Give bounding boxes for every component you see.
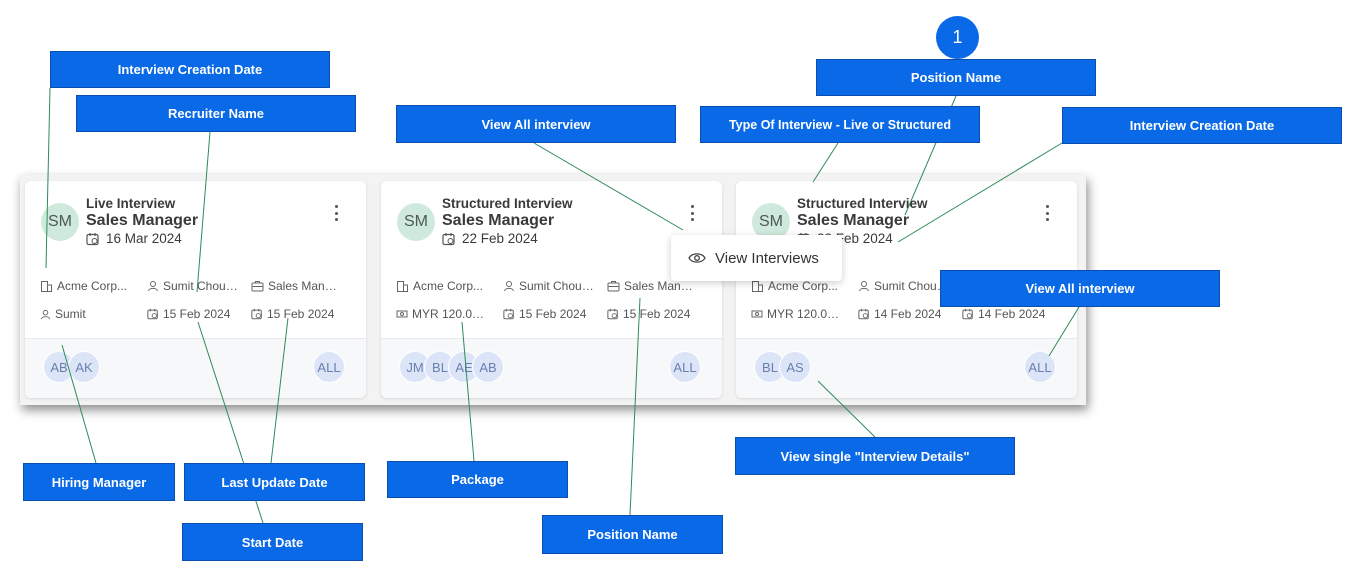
annotation-recruiter-name: Recruiter Name (76, 95, 356, 132)
interviewer-chip[interactable]: AS (779, 351, 811, 383)
annotation-package: Package (387, 461, 568, 498)
last-update-field: 15 Feb 2024 (251, 307, 351, 321)
annotation-interview-creation-date: Interview Creation Date (1062, 107, 1342, 144)
person-icon (40, 309, 51, 320)
position-field: Sales Mana... (251, 279, 341, 293)
annotation-start-date: Start Date (182, 523, 363, 561)
person-icon (147, 280, 159, 292)
more-options-icon[interactable] (1041, 203, 1053, 223)
building-icon (40, 280, 53, 293)
annotation-view-all-interview: View All interview (940, 270, 1220, 307)
card-footer: BL AS ALL (736, 338, 1077, 398)
eye-icon (688, 252, 706, 264)
calendar-clock-icon (251, 308, 263, 320)
calendar-clock-icon (442, 232, 456, 246)
money-icon (396, 308, 408, 320)
creation-date: 22 Feb 2024 (442, 231, 538, 246)
interview-type: Structured Interview (797, 196, 928, 211)
view-all-button[interactable]: ALL (313, 351, 345, 383)
last-update-field: 14 Feb 2024 (962, 307, 1062, 321)
annotation-position-name: Position Name (816, 59, 1096, 96)
recruiter-field: Sumit Choud... (858, 279, 953, 293)
money-icon (751, 308, 763, 320)
annotation-type-of-interview: Type Of Interview - Live or Structured (700, 106, 980, 143)
company-field: Acme Corp... (396, 279, 491, 293)
company-field: Acme Corp... (40, 279, 135, 293)
building-icon (396, 280, 409, 293)
annotation-interview-creation-date: Interview Creation Date (50, 51, 330, 88)
recruiter-field: Sumit Choud... (503, 279, 598, 293)
position-avatar: SM (752, 203, 790, 241)
calendar-clock-icon (858, 308, 870, 320)
calendar-clock-icon (503, 308, 515, 320)
calendar-clock-icon (86, 232, 100, 246)
card-footer: AB AK ALL (25, 338, 366, 398)
building-icon (751, 280, 764, 293)
briefcase-icon (607, 280, 620, 292)
start-date-field: 14 Feb 2024 (858, 307, 958, 321)
interview-type: Structured Interview (442, 196, 573, 211)
interview-card-1[interactable]: SM Live Interview Sales Manager 16 Mar 2… (25, 181, 366, 398)
interviewer-chip[interactable]: AK (68, 351, 100, 383)
position-name: Sales Manager (86, 212, 199, 229)
company-field: Acme Corp... (751, 279, 846, 293)
annotation-view-single-interview-details: View single "Interview Details" (735, 437, 1015, 475)
calendar-clock-icon (607, 308, 619, 320)
annotation-view-all-interview: View All interview (396, 105, 676, 143)
start-date-field: 15 Feb 2024 (503, 307, 603, 321)
view-all-button[interactable]: ALL (669, 351, 701, 383)
creation-date: 16 Mar 2024 (86, 231, 182, 246)
step-number-badge: 1 (936, 16, 979, 59)
view-all-button[interactable]: ALL (1024, 351, 1056, 383)
person-icon (858, 280, 870, 292)
last-update-field: 15 Feb 2024 (607, 307, 707, 321)
start-date-field: 15 Feb 2024 (147, 307, 247, 321)
annotation-last-update-date: Last Update Date (184, 463, 365, 501)
recruiter-field: Sumit Choud... (147, 279, 242, 293)
creation-date-text: 16 Mar 2024 (106, 231, 182, 246)
creation-date-text: 22 Feb 2024 (462, 231, 538, 246)
position-avatar: SM (397, 203, 435, 241)
position-name: Sales Manager (797, 212, 910, 229)
interview-type: Live Interview (86, 196, 176, 211)
briefcase-icon (251, 280, 264, 292)
hiring-manager-field: Sumit (40, 307, 135, 321)
interview-card-2[interactable]: SM Structured Interview Sales Manager 22… (381, 181, 722, 398)
package-field: MYR 120.0K t... (751, 307, 846, 321)
annotation-position-name: Position Name (542, 515, 723, 554)
calendar-clock-icon (962, 308, 974, 320)
position-field: Sales Mana... (607, 279, 697, 293)
more-options-icon[interactable] (330, 203, 342, 223)
view-interviews-label: View Interviews (715, 249, 819, 267)
card-footer: JM BL AE AB ALL (381, 338, 722, 398)
calendar-clock-icon (147, 308, 159, 320)
more-options-icon[interactable] (686, 203, 698, 223)
package-field: MYR 120.0K t... (396, 307, 491, 321)
interviewer-chip[interactable]: AB (472, 351, 504, 383)
view-interviews-menu-item[interactable]: View Interviews (671, 235, 842, 281)
position-name: Sales Manager (442, 212, 555, 229)
annotation-hiring-manager: Hiring Manager (23, 463, 175, 501)
person-icon (503, 280, 515, 292)
